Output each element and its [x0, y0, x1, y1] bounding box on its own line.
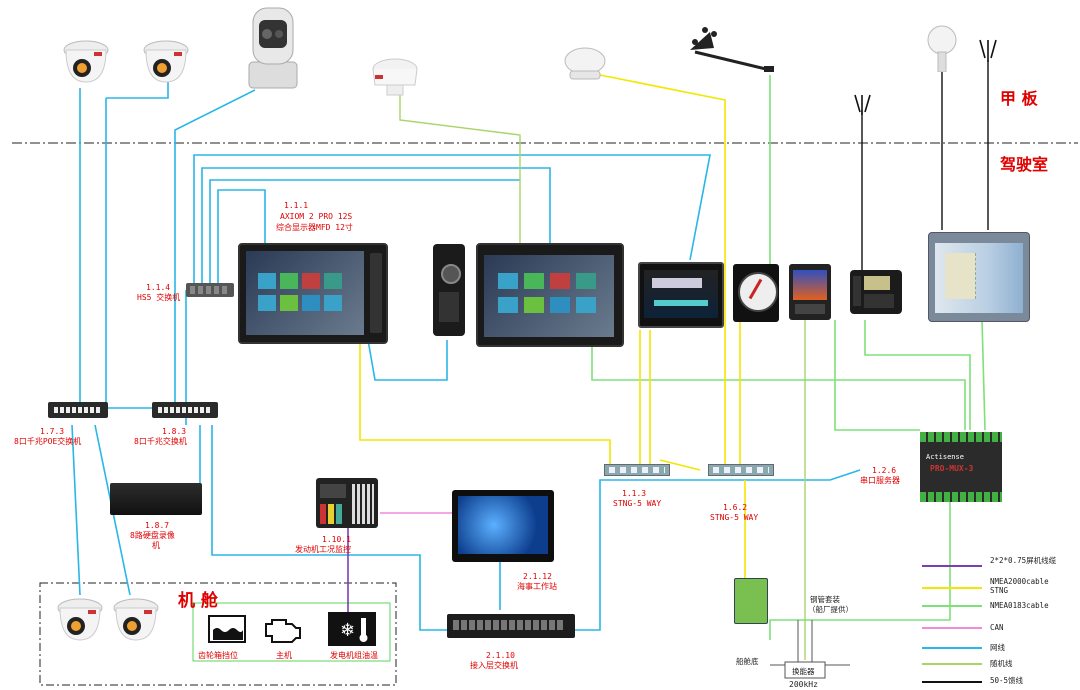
nvr-device[interactable] — [110, 483, 202, 515]
transducer-box-label: 换能器 — [792, 667, 815, 676]
access-switch-device[interactable] — [447, 614, 575, 638]
zone-bridge-label: 驾驶室 — [1000, 155, 1049, 174]
engine-sensor-box — [192, 602, 391, 662]
poe-switch-id: 1.7.3 — [40, 427, 65, 436]
zone-engine-room-label: 机 舱 — [178, 591, 218, 611]
legend-label: NMEA0183cable — [990, 601, 1049, 610]
engine-monitor-device[interactable] — [316, 478, 378, 528]
workstation-name: 海事工作站 — [517, 582, 557, 591]
nmea0183-cables — [591, 75, 986, 640]
workstation-monitor[interactable] — [452, 490, 554, 562]
legend-label: NMEA2000cable STNG — [990, 577, 1049, 595]
stng-b-id: 1.6.2 — [723, 503, 748, 512]
ais-gps-antenna-icon[interactable] — [922, 24, 962, 72]
transducer-tube — [770, 620, 850, 679]
gig-switch-id: 1.8.3 — [162, 427, 187, 436]
hs5-id: 1.1.4 — [146, 283, 171, 292]
legend-swatch — [922, 605, 982, 607]
mfd-name: AXIOM 2 PRO 12S — [280, 212, 353, 221]
poe-switch-device[interactable] — [48, 402, 108, 418]
legend-label: CAN — [990, 623, 1004, 632]
stng-a-name: STNG-5 WAY — [613, 499, 662, 508]
gig-switch-device[interactable] — [152, 402, 218, 418]
dome-camera-icon[interactable] — [142, 38, 190, 88]
legend-label: 随机线 — [990, 659, 1013, 668]
serial-server-name: 串口服务器 — [860, 476, 900, 485]
zone-deck-label: 甲 板 — [1000, 89, 1038, 108]
legend-swatch — [922, 647, 982, 649]
wind-vane-icon[interactable] — [680, 22, 780, 78]
access-switch-id: 2.1.10 — [486, 651, 515, 660]
mfd-desc: 综合显示器MFD 12寸 — [276, 223, 353, 232]
hs5-switch[interactable] — [186, 283, 234, 297]
ais-antenna-icon — [979, 39, 997, 62]
dome-camera-icon[interactable] — [112, 596, 160, 646]
legend-swatch — [922, 587, 982, 589]
mfd-id: 1.1.1 — [284, 201, 309, 210]
vhf-antenna-icon — [854, 94, 871, 115]
coolant-temp-icon: ❄ — [328, 612, 376, 646]
legend-swatch — [922, 663, 982, 665]
nmea2000-cables — [359, 74, 746, 580]
nvr-name: 8路硬盘录像 — [130, 531, 175, 540]
poe-switch-name: 8口千兆POE交换机 — [14, 437, 82, 446]
mfd-12-screen — [246, 251, 364, 335]
engine-room-border — [39, 582, 397, 686]
gig-switch-name: 8口千兆交换机 — [134, 437, 187, 446]
engine-monitor-id: 1.10.1 — [322, 535, 351, 544]
mux-model: PRO-MUX-3 — [930, 464, 974, 473]
engine-icon — [265, 619, 301, 643]
coolant-label: 发电机组油温 — [330, 651, 378, 660]
mfd-display-2[interactable] — [476, 243, 624, 347]
engine-label: 主机 — [276, 651, 292, 660]
mux-brand: Actisense — [926, 453, 964, 461]
stng-a-id: 1.1.3 — [622, 489, 647, 498]
wind-instrument[interactable] — [733, 264, 779, 322]
stng-b-name: STNG-5 WAY — [710, 513, 759, 522]
gearbox-label: 齿轮箱挡位 — [198, 651, 238, 660]
hs5-name: HS5 交换机 — [137, 293, 181, 302]
engine-monitor-name: 发动机工况监控 — [295, 545, 351, 554]
svg-text:❄: ❄ — [340, 620, 355, 641]
chart-display[interactable] — [928, 232, 1030, 322]
nvr-id: 1.8.7 — [145, 521, 170, 530]
radar-icon[interactable] — [365, 55, 425, 99]
legend-label: 网线 — [990, 643, 1005, 652]
legend-swatch — [922, 565, 982, 567]
tube-note: （船厂提供） — [808, 605, 853, 614]
legend-label: 50-5馈线 — [990, 676, 1024, 685]
stng-block-b[interactable] — [708, 464, 774, 476]
mfd-12-display[interactable] — [238, 243, 388, 344]
keypad-controller[interactable] — [433, 244, 465, 336]
fishfinder-display[interactable] — [789, 264, 831, 320]
dome-camera-icon[interactable] — [62, 38, 110, 88]
feeder-cables — [861, 60, 989, 270]
serial-mux-device[interactable]: Actisense PRO-MUX-3 — [920, 432, 1002, 502]
nmea-interface-module[interactable] — [734, 578, 768, 624]
stng-block-a[interactable] — [604, 464, 670, 476]
random-cables — [399, 95, 806, 660]
nvr-name-2: 机 — [152, 541, 160, 550]
legend-swatch — [922, 627, 982, 629]
legend-label: 2*2*0.75屏机线缆 — [990, 556, 1057, 565]
thermal-camera-icon[interactable] — [245, 4, 301, 90]
transducer-freq: 200kHz — [789, 680, 818, 689]
vhf-radio[interactable] — [850, 270, 902, 314]
legend: 2*2*0.75屏机线缆 NMEA2000cable STNG NMEA0183… — [922, 553, 1072, 688]
instrument-display[interactable] — [638, 262, 724, 328]
access-switch-name: 接入层交换机 — [470, 661, 518, 670]
workstation-id: 2.1.12 — [523, 572, 552, 581]
legend-swatch — [922, 681, 982, 683]
hull-label: 船舱底 — [736, 657, 759, 666]
gearbox-level-icon — [208, 615, 246, 643]
dome-camera-icon[interactable] — [56, 596, 104, 646]
tube-label: 钢管套装 — [810, 595, 840, 604]
gps-antenna-icon[interactable] — [560, 45, 610, 87]
mfd-2-screen — [484, 255, 614, 337]
serial-server-id: 1.2.6 — [872, 466, 897, 475]
